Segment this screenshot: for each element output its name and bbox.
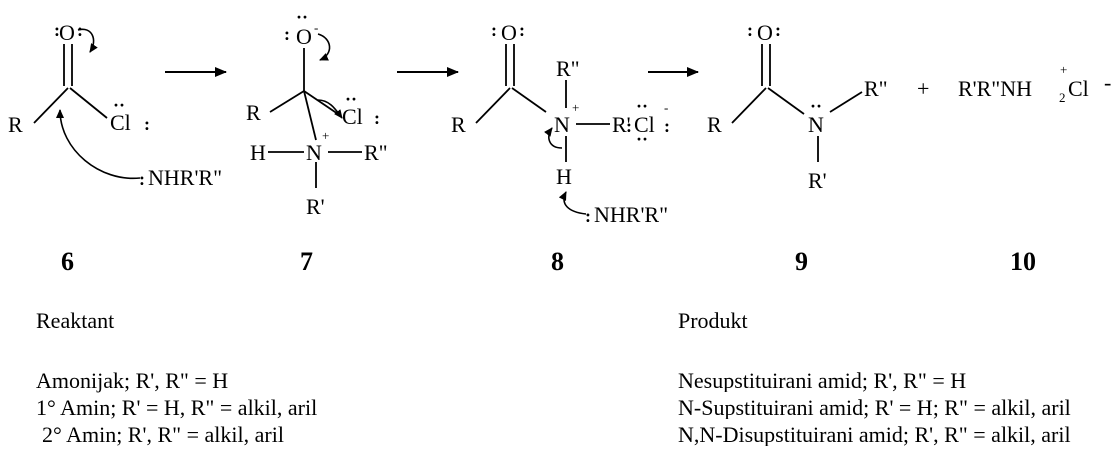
atom-r: R (707, 112, 722, 137)
compound-number-9: 9 (795, 247, 808, 276)
atom-cl: Cl (110, 110, 131, 135)
curved-arrow-deprotonation (558, 191, 587, 215)
reactant-line-2: 1° Amin; R' = H, R" = alkil, aril (36, 395, 318, 420)
atom-nhrr: NHR'R" (148, 165, 222, 190)
bond-c-n (511, 87, 547, 113)
bond-c-cl (69, 87, 108, 119)
lone-pair: ·· (113, 95, 125, 115)
salt-ammonium: R'R"NH (958, 76, 1032, 101)
lone-pair: : (626, 116, 632, 136)
atom-r: R (451, 112, 466, 137)
bond-r-c (731, 87, 767, 124)
salt-subscript: 2 (1059, 90, 1066, 105)
atom-o: O (501, 20, 517, 45)
atom-n: N (808, 112, 824, 137)
charge-n-plus: + (322, 128, 329, 143)
atom-cl: Cl (634, 112, 655, 137)
atom-r1: R' (306, 194, 325, 219)
lone-pair: : (374, 108, 380, 128)
charge-o-minus: - (314, 20, 318, 35)
lone-pair: ·· (636, 96, 648, 116)
curved-arrow-n-h (544, 127, 563, 149)
salt-chloride: Cl (1068, 76, 1089, 101)
atom-r2: R" (364, 140, 388, 165)
bond-n-r2 (829, 91, 863, 113)
lone-pair: : (491, 20, 497, 40)
bond-r-c (269, 90, 305, 113)
curved-arrow-o-reform (317, 33, 331, 61)
atom-r2: R" (864, 76, 888, 101)
lone-pair: ·· (810, 96, 822, 116)
bond-r-c (475, 87, 511, 124)
structure-7: O : ·· - R Cl : ·· H N + R" R' (246, 7, 388, 219)
atom-o: O (757, 20, 773, 45)
atom-cl: Cl (342, 104, 363, 129)
atom-n: N (306, 140, 322, 165)
atom-r1: R' (808, 168, 827, 193)
salt-charge-minus: - (1104, 70, 1111, 95)
atom-nhrr: NHR'R" (594, 202, 668, 227)
atom-o: O (59, 20, 75, 45)
atom-h: H (556, 164, 572, 189)
structure-10: R'R"NH 2 + Cl - (958, 62, 1111, 105)
bond-c-n (767, 87, 805, 115)
lone-pair: ·· (636, 129, 648, 149)
product-line-1: Nesupstituirani amid; R', R" = H (678, 370, 967, 392)
bond-r-c (33, 87, 69, 124)
reactant-heading: Reaktant (36, 308, 115, 333)
lone-pair: : (54, 20, 60, 40)
compound-number-7: 7 (300, 247, 313, 276)
lone-pair: : (139, 169, 145, 189)
lone-pair: : (519, 20, 525, 40)
reactant-line-3: 2° Amin; R', R" = alkil, aril (42, 422, 284, 447)
compound-number-6: 6 (61, 247, 74, 276)
curved-arrow-cl-leave (317, 99, 343, 119)
curved-arrow-o (77, 28, 98, 53)
product-heading: Produkt (678, 308, 748, 333)
lone-pair: ·· (345, 89, 357, 109)
compound-number-8: 8 (551, 247, 564, 276)
structure-8: R O : : R" N + R' Cl : : ·· ·· - H NHR'R… (451, 20, 670, 227)
compound-number-10: 10 (1010, 247, 1036, 276)
atom-r: R (246, 100, 261, 125)
charge-n-plus: + (572, 100, 579, 115)
atom-n: N (554, 112, 570, 137)
lone-pair: : (144, 114, 150, 134)
atom-h: H (250, 140, 266, 165)
atom-r: R (8, 112, 23, 137)
plus-sign: + (917, 76, 929, 101)
product-line-3: N,N-Disupstituirani amid; R', R" = alkil… (678, 424, 1071, 446)
atom-r1: R' (612, 112, 631, 137)
salt-charge-plus: + (1060, 62, 1067, 77)
charge-cl-minus: - (664, 100, 668, 115)
structure-9: R O : : N ·· R" R' (707, 20, 888, 193)
structure-6: R O : : Cl : ·· NHR'R" : (8, 20, 222, 190)
lone-pair: : (775, 20, 781, 40)
lone-pair: : (284, 24, 290, 44)
bond-c-n (303, 90, 317, 141)
product-line-2: N-Supstituirani amid; R' = H; R" = alkil… (678, 397, 1071, 419)
reactant-line-1: Amonijak; R', R" = H (36, 368, 229, 393)
lone-pair: : (585, 206, 591, 226)
lone-pair: ·· (296, 7, 308, 27)
lone-pair: : (747, 20, 753, 40)
bond-c-cl (303, 90, 339, 115)
lone-pair: : (664, 116, 670, 136)
atom-o: O (296, 24, 312, 49)
curved-arrow-n-attack (56, 109, 141, 180)
atom-r2: R" (556, 56, 580, 81)
